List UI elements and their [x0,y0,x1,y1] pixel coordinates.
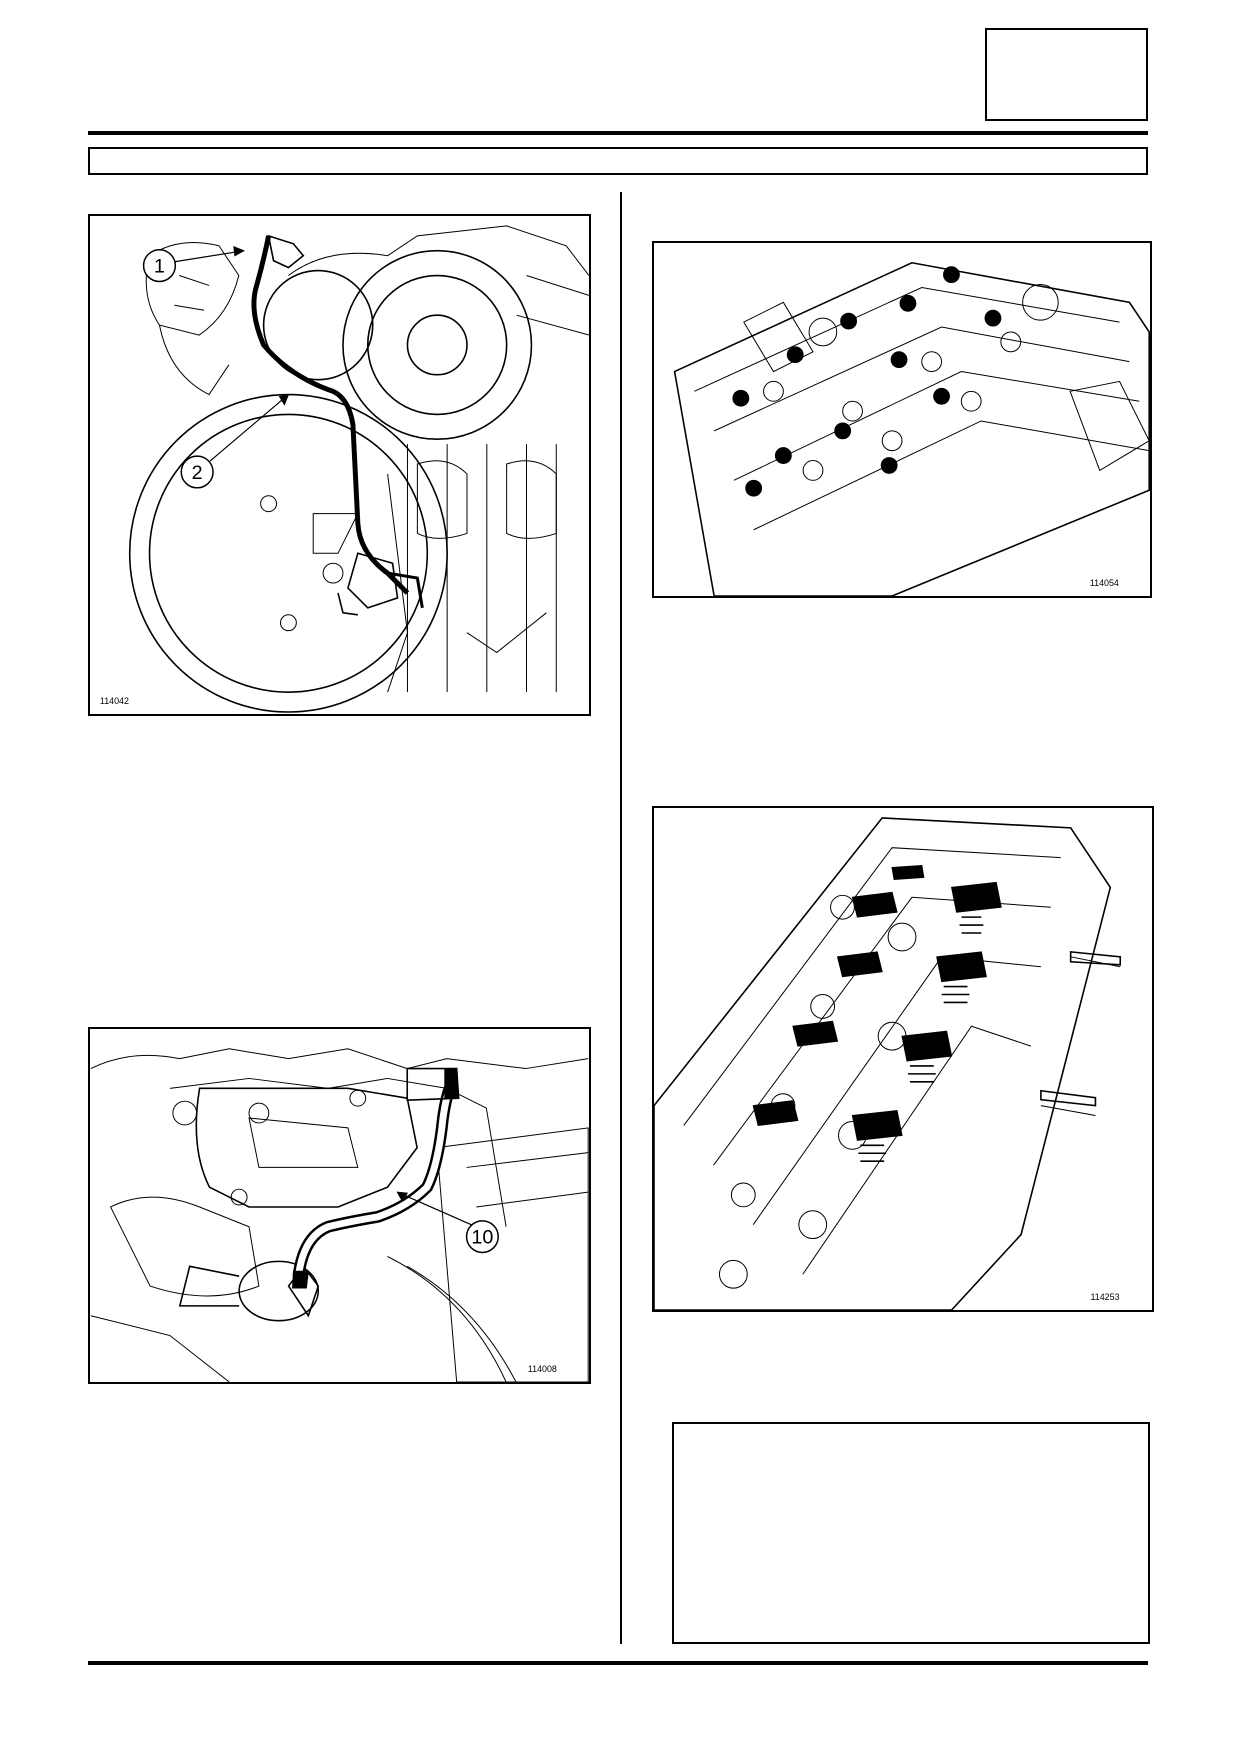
callout-1-circle [142,248,177,283]
header-rule [88,131,1148,135]
section-title-bar [88,147,1148,175]
figure-hose: 10 114008 [88,1027,591,1384]
figure-code: 114042 [100,696,129,706]
hose-illustration: 10 114008 [90,1048,589,1382]
callout-2: 2 [192,462,203,484]
figure-code: 114253 [1090,1292,1119,1302]
figure-engine-pipe: 1 2 114042 [88,214,591,716]
note-box [672,1422,1150,1644]
callout-10: 10 [471,1227,493,1249]
column-divider [620,192,622,1644]
callout-10-circle [465,1220,499,1254]
callout-2-circle [180,455,214,489]
figure-rocker-arms: 114253 [652,806,1154,1312]
callout-1: 1 [154,256,165,278]
engine-pipe-illustration: 1 2 114042 [100,225,589,713]
rocker-arms-illustration: 114253 [654,817,1122,1310]
figure-cylinder-head-bolts: 114054 [652,241,1152,598]
figure-code: 114008 [528,1364,557,1374]
page-number-box [985,28,1148,121]
figure-code: 114054 [1090,578,1119,588]
footer-rule [88,1661,1148,1665]
cylinder-head-bolts-illustration: 114054 [673,261,1150,596]
